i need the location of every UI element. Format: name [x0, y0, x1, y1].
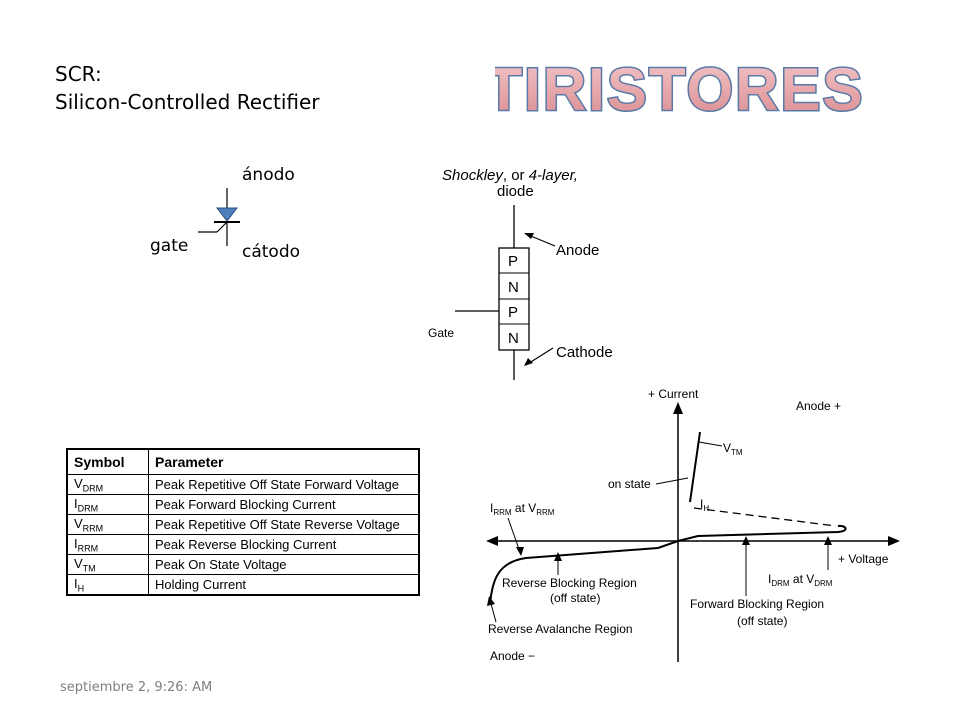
holding-dashed — [693, 507, 837, 527]
symbol-cell: IRRM — [66, 534, 149, 555]
footer-date: septiembre 2, 9:26: AM — [60, 680, 213, 695]
symbol-cell: IDRM — [66, 494, 149, 515]
scr-heading: SCR: Silicon-Controlled Rectifier — [55, 60, 320, 116]
cathode-layer-label: Cathode — [556, 344, 613, 361]
layer-n1: N — [508, 279, 519, 296]
reverse-blocking-label-1: Reverse Blocking Region — [502, 576, 637, 590]
header-parameter: Parameter — [148, 448, 420, 475]
parameter-cell: Peak Reverse Blocking Current — [148, 534, 420, 555]
scr-line2: Silicon-Controlled Rectifier — [55, 90, 320, 114]
parameter-cell: Peak Repetitive Off State Forward Voltag… — [148, 474, 420, 495]
symbol-cell: VDRM — [66, 474, 149, 495]
scr-symbol — [198, 188, 240, 246]
scr-line1: SCR: — [55, 62, 102, 86]
iv-curve — [489, 524, 847, 606]
table-header-row: Symbol Parameter — [66, 448, 420, 475]
iv-characteristic: + Current Anode + VTM on state IH IRRM a… — [486, 387, 900, 663]
parameter-cell: Peak On State Voltage — [148, 554, 420, 575]
ih-label: IH — [700, 497, 709, 513]
tiristores-title: TIRISTORES TIRISTORES — [495, 55, 864, 145]
layer-p2: P — [508, 304, 518, 321]
anode-label: ánodo — [242, 165, 295, 185]
shockley-text: Shockley — [442, 167, 504, 184]
header-symbol: Symbol — [66, 448, 149, 475]
parameter-cell: Peak Repetitive Off State Reverse Voltag… — [148, 514, 420, 535]
tiristores-title-text: TIRISTORES — [495, 56, 864, 123]
vtm-label: VTM — [723, 441, 743, 457]
diode-text: diode — [497, 183, 534, 200]
anode-minus-label: Anode − — [490, 649, 535, 663]
idrm-label: IDRM at VDRM — [768, 572, 833, 588]
irrm-label: IRRM at VRRM — [490, 501, 555, 517]
anode-plus-label: Anode + — [796, 399, 841, 413]
forward-blocking-label-2: (off state) — [737, 614, 787, 628]
plus-voltage-label: + Voltage — [838, 552, 889, 566]
reverse-avalanche-label: Reverse Avalanche Region — [488, 622, 633, 636]
symbol-cell: VRRM — [66, 514, 149, 535]
parameter-cell: Holding Current — [148, 574, 420, 596]
layer-n2: N — [508, 330, 519, 347]
plus-current-label: + Current — [648, 387, 699, 401]
layer-p1: P — [508, 253, 518, 270]
symbol-cell: VTM — [66, 554, 149, 575]
forward-blocking-label-1: Forward Blocking Region — [690, 597, 824, 611]
svg-text:Shockley, or 4-layer,: Shockley, or 4-layer, — [442, 167, 578, 184]
gate-label: gate — [150, 236, 189, 256]
diode-triangle — [215, 207, 239, 222]
reverse-blocking-label-2: (off state) — [550, 591, 600, 605]
gate-layer-label: Gate — [428, 326, 454, 340]
symbol-cell: IH — [66, 574, 149, 596]
parameter-cell: Peak Forward Blocking Current — [148, 494, 420, 515]
four-layer-diagram: Shockley, or 4-layer, diode P N P N Gate… — [428, 167, 613, 380]
cathode-label: cátodo — [242, 242, 301, 262]
on-state-label: on state — [608, 477, 651, 491]
on-state-line — [689, 431, 701, 503]
anode-layer-label: Anode — [556, 242, 599, 259]
